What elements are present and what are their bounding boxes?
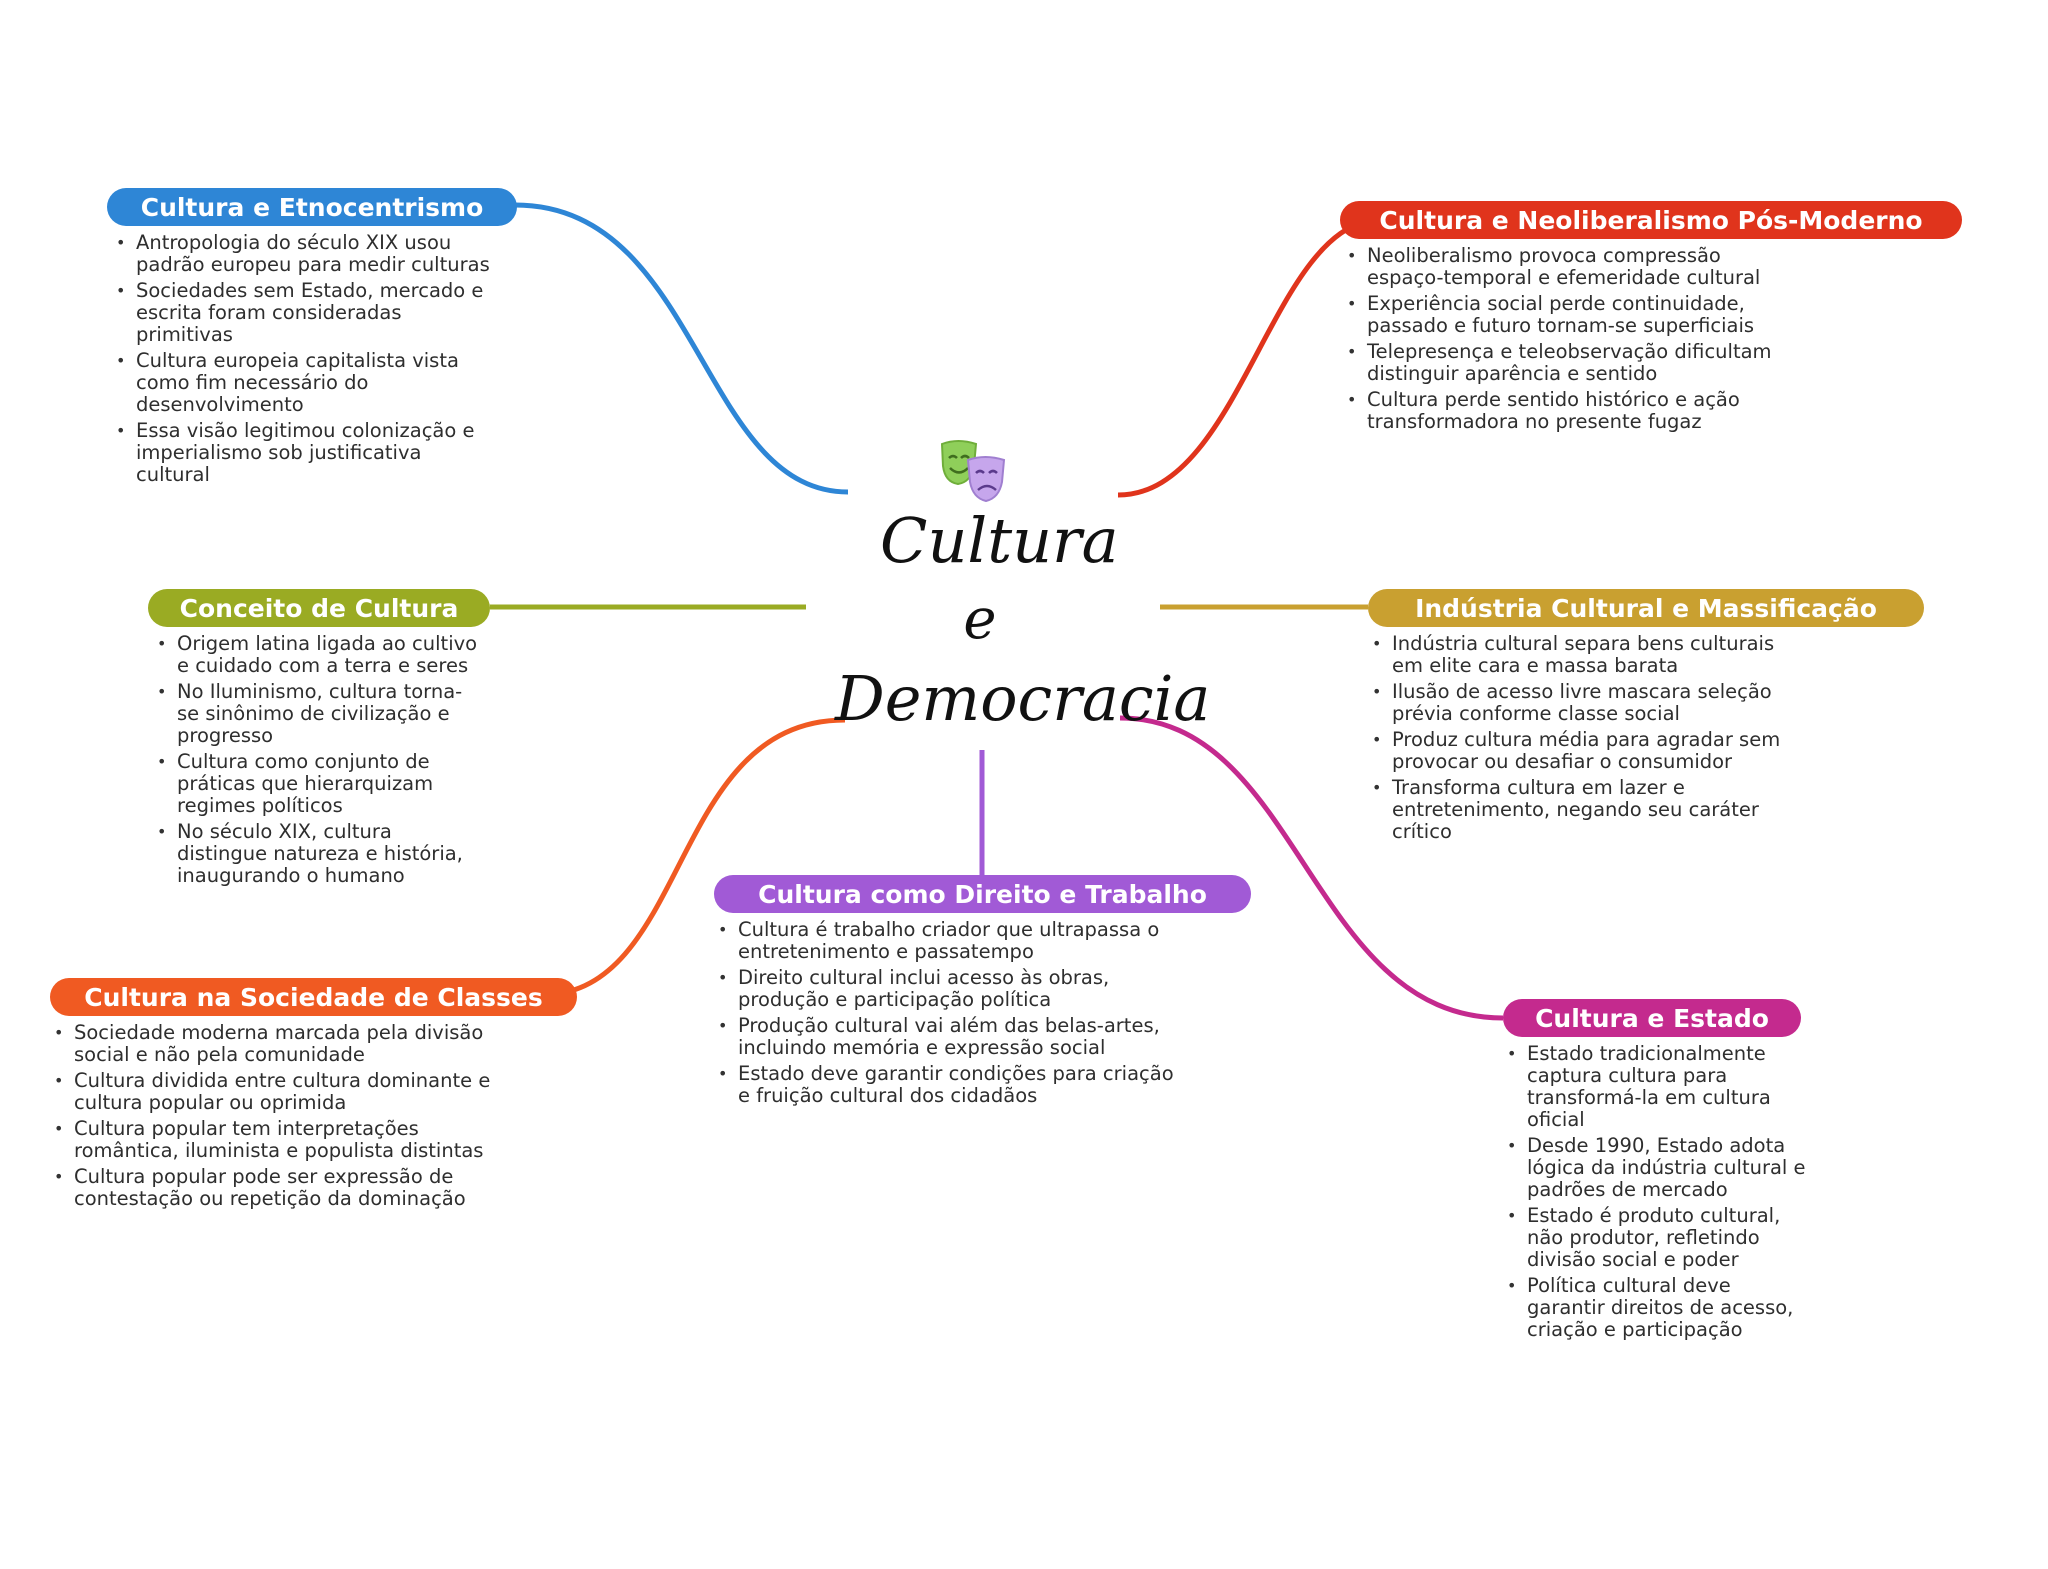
list-item: Antropologia do século XIX usou padrão e… xyxy=(112,232,500,276)
list-item: Estado deve garantir condições para cria… xyxy=(714,1063,1184,1107)
list-item: Cultura como conjunto de práticas que hi… xyxy=(153,751,483,817)
connector-neoliberalismo xyxy=(1117,217,1376,498)
central-title-line-3: Democracia xyxy=(835,662,1211,735)
branch-title-direito[interactable]: Cultura como Direito e Trabalho xyxy=(714,875,1251,913)
list-item: Estado é produto cultural, não produtor,… xyxy=(1503,1205,1813,1271)
list-item: Sociedade moderna marcada pela divisão s… xyxy=(50,1022,520,1066)
list-item: Origem latina ligada ao cultivo e cuidad… xyxy=(153,633,483,677)
list-item: Ilusão de acesso livre mascara seleção p… xyxy=(1368,681,1808,725)
list-item: Cultura europeia capitalista vista como … xyxy=(112,350,500,416)
list-item: Cultura popular tem interpretações român… xyxy=(50,1118,520,1162)
list-item: Política cultural deve garantir direitos… xyxy=(1503,1275,1813,1341)
branch-title-conceito[interactable]: Conceito de Cultura xyxy=(148,589,490,627)
list-item: Cultura dividida entre cultura dominante… xyxy=(50,1070,520,1114)
central-title-line-1: Cultura xyxy=(880,504,1119,577)
branch-list-estado: Estado tradicionalmente captura cultura … xyxy=(1503,1043,1813,1345)
list-item: Neoliberalismo provoca compressão espaço… xyxy=(1343,245,1791,289)
list-item: Cultura popular pode ser expressão de co… xyxy=(50,1166,520,1210)
list-item: Produção cultural vai além das belas-art… xyxy=(714,1015,1184,1059)
branch-list-conceito: Origem latina ligada ao cultivo e cuidad… xyxy=(153,633,483,891)
connector-etnocentrismo xyxy=(514,202,849,495)
list-item: Transforma cultura em lazer e entretenim… xyxy=(1368,777,1808,843)
list-item: Essa visão legitimou colonização e imper… xyxy=(112,420,500,486)
list-item: Direito cultural inclui acesso às obras,… xyxy=(714,967,1184,1011)
list-item: Desde 1990, Estado adota lógica da indús… xyxy=(1503,1135,1813,1201)
branch-list-etnocentrismo: Antropologia do século XIX usou padrão e… xyxy=(112,232,500,490)
list-item: Indústria cultural separa bens culturais… xyxy=(1368,633,1808,677)
branch-list-classes: Sociedade moderna marcada pela divisão s… xyxy=(50,1022,520,1214)
list-item: No Iluminismo, cultura torna-se sinônimo… xyxy=(153,681,483,747)
list-item: Telepresença e teleobservação dificultam… xyxy=(1343,341,1791,385)
list-item: Cultura é trabalho criador que ultrapass… xyxy=(714,919,1184,963)
theater-masks-icon xyxy=(940,440,1006,503)
connector-estado xyxy=(1119,715,1504,1021)
branch-title-neoliberalismo[interactable]: Cultura e Neoliberalismo Pós-Moderno xyxy=(1340,201,1962,239)
branch-list-direito: Cultura é trabalho criador que ultrapass… xyxy=(714,919,1184,1111)
branch-title-etnocentrismo[interactable]: Cultura e Etnocentrismo xyxy=(107,188,517,226)
connector-classes xyxy=(544,717,846,998)
branch-title-estado[interactable]: Cultura e Estado xyxy=(1503,999,1801,1037)
central-title-line-2: e xyxy=(963,587,997,652)
list-item: No século XIX, cultura distingue naturez… xyxy=(153,821,483,887)
branch-title-classes[interactable]: Cultura na Sociedade de Classes xyxy=(50,978,577,1016)
branch-list-industria: Indústria cultural separa bens culturais… xyxy=(1368,633,1808,847)
branch-title-industria[interactable]: Indústria Cultural e Massificação xyxy=(1368,589,1924,627)
list-item: Experiência social perde continuidade, p… xyxy=(1343,293,1791,337)
list-item: Produz cultura média para agradar sem pr… xyxy=(1368,729,1808,773)
list-item: Sociedades sem Estado, mercado e escrita… xyxy=(112,280,500,346)
branch-list-neoliberalismo: Neoliberalismo provoca compressão espaço… xyxy=(1343,245,1791,437)
list-item: Cultura perde sentido histórico e ação t… xyxy=(1343,389,1791,433)
list-item: Estado tradicionalmente captura cultura … xyxy=(1503,1043,1813,1131)
